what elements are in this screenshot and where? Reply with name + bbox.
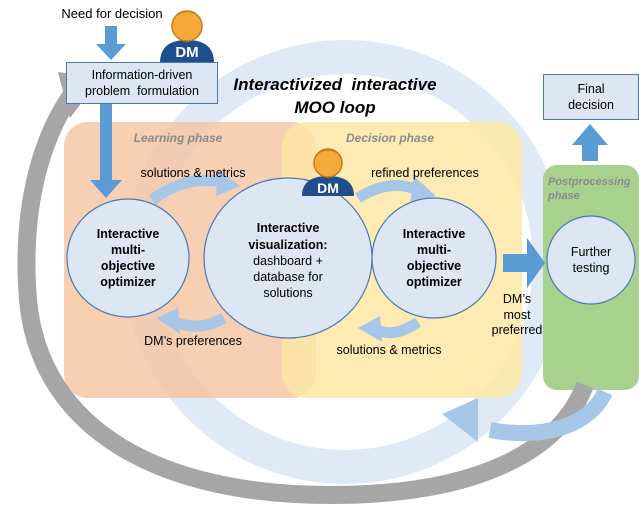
left-optimizer-line-4: optimizer [100,275,156,290]
further-testing-circle [546,215,636,305]
dm-most-preferred-line-2: most [503,307,531,322]
left-optimizer-line-1: Interactive [96,226,160,241]
right-optimizer-line-2: multi- [416,242,452,257]
decision-phase-label: Decision phase [345,131,435,145]
visualization-text: Interactive visualization: dashboard + d… [214,216,362,306]
dm-badge-top: DM [175,44,199,61]
main-title-line-2: MOO loop [294,97,376,117]
dm-most-preferred-label: DM’s most preferred [487,292,547,339]
visualization-body-line-3: solutions [263,286,313,301]
arrow-prefs-bottom-head [156,308,180,334]
post-return-arrow [488,388,613,441]
postprocessing-line-1: Postprocessing [548,176,631,188]
person-dm-icon-top [160,10,214,63]
person-dm-icon-middle [302,148,354,196]
problem-formulation-box: Information-driven problem formulation [66,62,218,104]
dm-preferences-label: DM’s preferences [144,334,242,348]
right-optimizer-line-4: optimizer [406,275,462,290]
arrow-refined-top-head [410,176,436,204]
gray-loop-arrow [17,84,594,505]
further-testing-text: Further testing [551,240,631,280]
arrow-solutions-top-head [216,170,240,196]
refined-preferences-label: refined preferences [371,166,479,180]
right-optimizer-text: Interactive multi- objective optimizer [378,222,490,294]
dm-most-preferred-line-1: DM’s [502,292,532,306]
visualization-body-line-1: dashboard + [253,253,323,268]
arrow-solutions-top [148,174,224,205]
right-optimizer-line-3: objective [406,259,462,273]
visualization-title-line-2: visualization: [248,237,328,252]
left-optimizer-line-2: multi- [110,242,146,257]
postprocessing-line-2: phase [548,189,580,202]
right-arrow-shaft [503,254,529,272]
further-testing-line-1: Further [570,244,612,259]
post-return-arrowhead [442,398,478,442]
need-for-decision-label: Need for decision [61,6,163,21]
arrow-solutions-bottom-head [358,316,382,342]
learning-phase-label: Learning phase [133,131,223,145]
solutions-metrics-top-label: solutions & metrics [140,166,246,180]
dm-most-preferred-line-3: preferred [491,323,543,338]
solutions-metrics-bottom-label: solutions & metrics [336,343,442,357]
formulation-down-arrow-shaft [100,102,112,182]
problem-formulation-line-2: problem formulation [85,84,199,98]
main-title: Interactivized interactive MOO loop [210,74,460,120]
postprocessing-phase-label: Postprocessing phase [548,176,638,204]
formulation-down-arrow-icon [90,180,122,198]
final-up-arrow-icon [572,124,608,145]
final-decision-line-1: Final [577,81,605,96]
visualization-title-line-1: Interactive [256,221,320,236]
further-testing-line-2: testing [572,261,610,275]
right-arrow-icon [527,238,545,288]
final-decision-line-2: decision [568,98,614,112]
left-optimizer-line-3: objective [100,259,156,273]
need-down-arrow-icon [96,44,126,60]
left-optimizer-circle [66,198,190,318]
final-decision-box: Final decision [543,74,639,120]
right-optimizer-circle [371,197,497,319]
final-up-arrow-shaft [582,143,598,161]
visualization-body-line-2: database for [253,270,323,285]
dm-badge-middle: DM [317,180,339,196]
left-optimizer-text: Interactive multi- objective optimizer [72,222,184,294]
problem-formulation-line-1: Information-driven [91,67,193,82]
right-optimizer-line-1: Interactive [402,226,466,241]
main-title-line-1: Interactivized interactive [233,75,437,94]
need-down-arrow-shaft [105,26,117,44]
